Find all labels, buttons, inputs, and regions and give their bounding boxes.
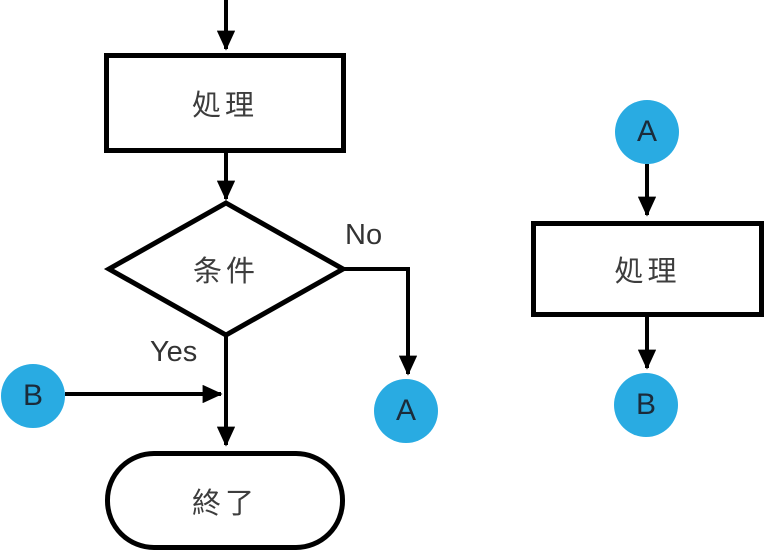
offpage-connector-a-sub-label: A (636, 115, 657, 148)
branch-label-yes: Yes (150, 336, 198, 368)
decision-label: 条件 (192, 256, 259, 288)
terminal-box: 終了 (105, 451, 345, 550)
terminal-label: 終了 (191, 487, 258, 520)
branch-label-no: No (345, 219, 383, 251)
process-label-sub: 処理 (614, 256, 681, 288)
offpage-connector-b-main: B (1, 364, 65, 428)
offpage-connector-b-sub-label: B (635, 388, 656, 421)
offpage-connector-a-sub: A (615, 100, 679, 164)
offpage-connector-a-main-label: A (395, 394, 416, 427)
decision-label-wrap: 条件 (109, 203, 343, 335)
offpage-connector-b-main-label: B (22, 379, 43, 412)
offpage-connector-a-main: A (374, 379, 438, 443)
offpage-connector-b-sub: B (614, 373, 678, 437)
process-box-main: 処理 (104, 53, 346, 153)
process-label-main: 処理 (191, 90, 258, 122)
process-box-sub: 処理 (531, 221, 764, 317)
arrow-no-branch-to-offpage-a (343, 267, 418, 376)
